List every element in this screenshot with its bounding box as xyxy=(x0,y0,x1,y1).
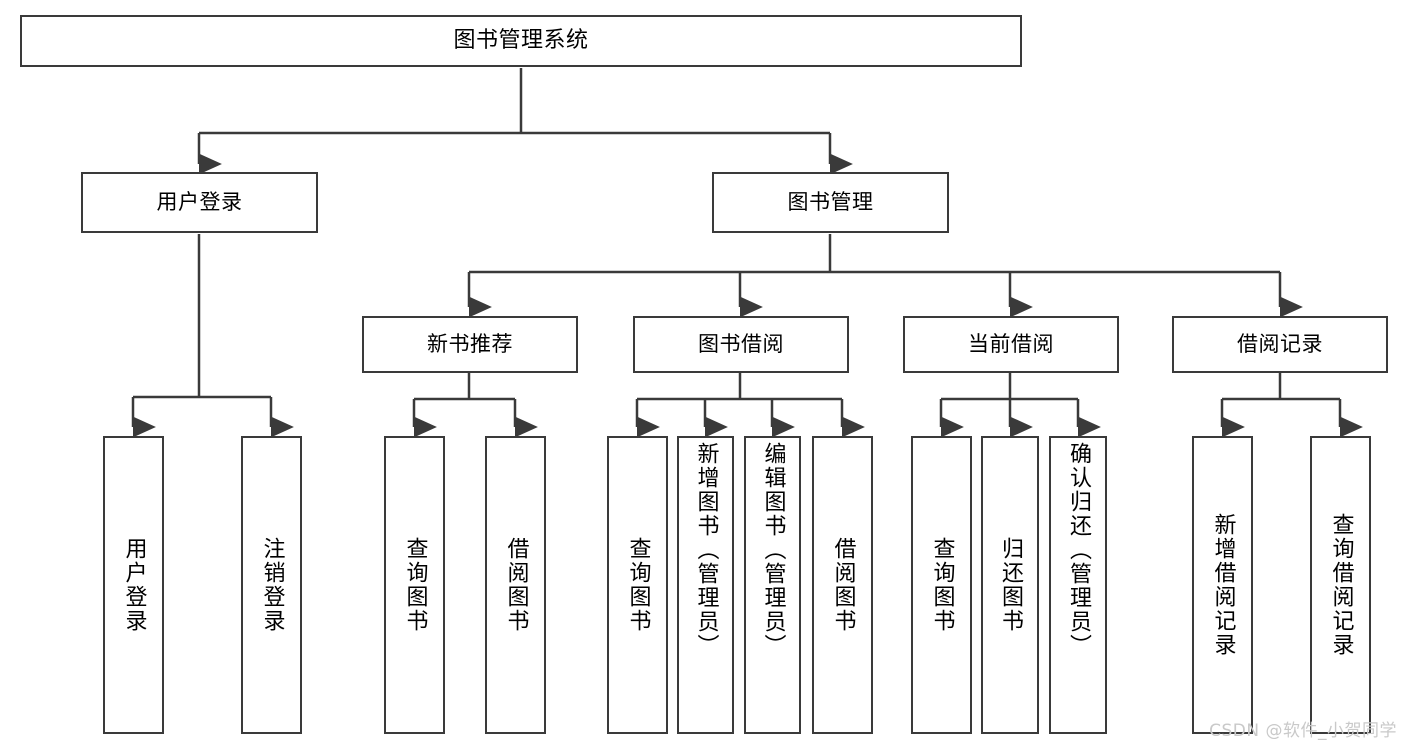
node-label: 图书管理系统 xyxy=(453,27,589,53)
node-new-book-recommend[interactable]: 新书推荐 xyxy=(362,316,578,373)
node-label: 查询图书 xyxy=(402,537,428,633)
node-label: 确认归还（管理员） xyxy=(1066,442,1091,658)
leaf-query-book-current[interactable]: 查询图书 xyxy=(911,436,972,734)
node-label: 借阅图书 xyxy=(503,537,529,633)
leaf-borrow-book-borrow[interactable]: 借阅图书 xyxy=(812,436,873,734)
node-label: 用户登录 xyxy=(156,189,243,214)
node-label: 借阅记录 xyxy=(1237,331,1323,356)
node-label: 图书管理 xyxy=(787,189,874,214)
node-book-borrow[interactable]: 图书借阅 xyxy=(633,316,849,373)
node-book-management[interactable]: 图书管理 xyxy=(712,172,949,233)
leaf-edit-book-admin[interactable]: 编辑图书（管理员） xyxy=(744,436,801,734)
node-label: 查询借阅记录 xyxy=(1328,513,1354,657)
leaf-confirm-return-admin[interactable]: 确认归还（管理员） xyxy=(1049,436,1107,734)
node-label: 用户登录 xyxy=(121,537,147,633)
leaf-query-book-borrow[interactable]: 查询图书 xyxy=(607,436,668,734)
leaf-add-borrow-record[interactable]: 新增借阅记录 xyxy=(1192,436,1253,734)
leaf-return-book[interactable]: 归还图书 xyxy=(981,436,1039,734)
leaf-user-login[interactable]: 用户登录 xyxy=(103,436,164,734)
node-root-book-management-system[interactable]: 图书管理系统 xyxy=(20,15,1022,67)
node-label: 查询图书 xyxy=(929,537,955,633)
node-label: 查询图书 xyxy=(625,537,651,633)
leaf-logout-login[interactable]: 注销登录 xyxy=(241,436,302,734)
node-borrow-record[interactable]: 借阅记录 xyxy=(1172,316,1388,373)
node-label: 新增图书（管理员） xyxy=(693,442,719,658)
leaf-add-book-admin[interactable]: 新增图书（管理员） xyxy=(677,436,734,734)
node-current-borrow[interactable]: 当前借阅 xyxy=(903,316,1119,373)
leaf-borrow-book-recommend[interactable]: 借阅图书 xyxy=(485,436,546,734)
node-label: 新增借阅记录 xyxy=(1210,513,1236,657)
node-label: 新书推荐 xyxy=(427,331,513,356)
node-label: 当前借阅 xyxy=(968,331,1054,356)
node-label: 归还图书 xyxy=(998,537,1023,633)
node-label: 借阅图书 xyxy=(830,537,856,633)
leaf-query-book-recommend[interactable]: 查询图书 xyxy=(384,436,445,734)
node-label: 编辑图书（管理员） xyxy=(760,442,786,658)
node-label: 图书借阅 xyxy=(698,331,784,356)
csdn-watermark: CSDN @软件_小贺同学 xyxy=(1209,721,1397,741)
leaf-query-borrow-record[interactable]: 查询借阅记录 xyxy=(1310,436,1371,734)
node-label: 注销登录 xyxy=(259,537,285,633)
node-user-login[interactable]: 用户登录 xyxy=(81,172,318,233)
